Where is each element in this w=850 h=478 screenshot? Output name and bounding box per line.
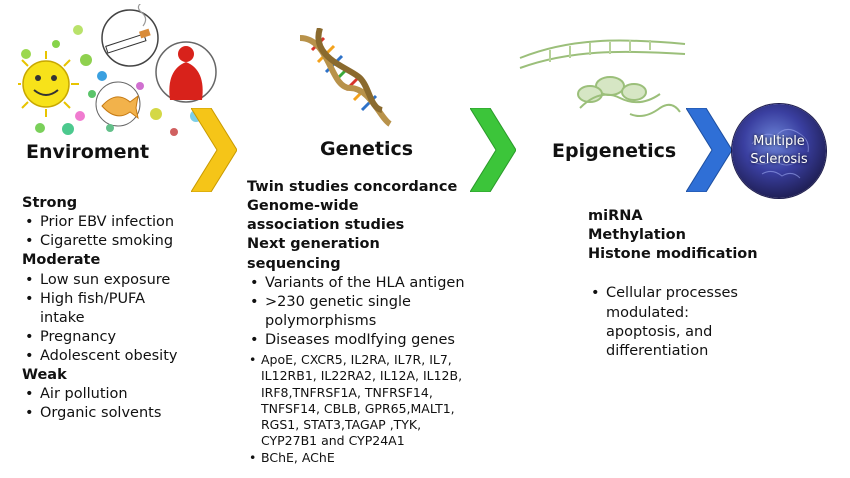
genetics-factors: Twin studies concordance Genome-wide ass… — [247, 178, 477, 466]
list-item: ApoE, CXCR5, IL2RA, IL7R, IL7, IL12RB1, … — [247, 352, 479, 450]
genetics-line-ngs: Next generation sequencing — [247, 236, 380, 272]
moderate-heading: Moderate — [22, 252, 101, 269]
weak-heading: Weak — [22, 367, 67, 384]
genetics-line-gwas: Genome-wide association studies — [247, 198, 405, 234]
list-item: Prior EBV infection — [22, 213, 212, 232]
list-item: Variants of the HLA antigen — [247, 274, 477, 293]
list-item: Cigarette smoking — [22, 232, 212, 251]
brain-icon — [749, 129, 809, 179]
list-item: Cellular processes modulated: apoptosis,… — [588, 284, 756, 361]
list-item: BChE, AChE — [247, 450, 477, 467]
strong-heading: Strong — [22, 195, 78, 211]
list-item: Air pollution — [22, 385, 212, 404]
epigenetics-line-histone: Histone modification — [588, 246, 758, 263]
arrow-chevron-icon-3 — [686, 108, 732, 192]
chromatin-illustration — [519, 39, 686, 117]
epigenetics-line-methylation: Methylation — [588, 227, 686, 244]
dna-helix-icon — [299, 28, 392, 127]
list-item: >230 genetic single polymorphisms — [247, 293, 445, 331]
epigenetics-list: Cellular processes modulated: apoptosis,… — [588, 284, 778, 361]
environment-illustration — [18, 4, 217, 136]
chromatin-icon — [519, 39, 686, 117]
moderate-list: Low sun exposure High fish/PUFA intake P… — [22, 271, 212, 367]
bubbles-icon — [21, 25, 202, 136]
arrow-chevron-icon-2 — [470, 108, 516, 192]
epigenetics-factors: miRNA Methylation Histone modification C… — [588, 207, 778, 361]
genetics-list: Variants of the HLA antigen >230 genetic… — [247, 274, 477, 351]
environment-factors: Strong Prior EBV infection Cigarette smo… — [22, 194, 212, 424]
list-item: Organic solvents — [22, 404, 212, 423]
stage-title-genetics: Genetics — [320, 138, 414, 160]
genes-list: ApoE, CXCR5, IL2RA, IL7R, IL7, IL12RB1, … — [247, 352, 477, 466]
sun-icon — [18, 51, 79, 117]
fish-icon — [95, 81, 141, 127]
list-item: Adolescent obesity — [22, 347, 212, 366]
dna-helix-illustration — [299, 28, 392, 127]
list-item: Pregnancy — [22, 328, 212, 347]
person-icon — [155, 41, 217, 103]
list-item: High fish/PUFA intake — [22, 290, 180, 328]
multiple-sclerosis-node: Multiple Sclerosis — [732, 104, 826, 198]
strong-list: Prior EBV infection Cigarette smoking — [22, 213, 212, 251]
multiple-sclerosis-label: Multiple Sclerosis — [750, 134, 808, 167]
epigenetics-line-mirna: miRNA — [588, 208, 643, 224]
cigarette-icon — [101, 4, 159, 67]
weak-list: Air pollution Organic solvents — [22, 385, 212, 423]
list-item: Diseases modIfying genes — [247, 331, 477, 350]
genetics-line-twin: Twin studies concordance — [247, 179, 458, 195]
stage-title-environment: Enviroment — [26, 141, 150, 163]
stage-title-epigenetics: Epigenetics — [552, 140, 677, 162]
arrow-chevron-icon-1 — [191, 108, 237, 192]
list-item: Low sun exposure — [22, 271, 212, 290]
